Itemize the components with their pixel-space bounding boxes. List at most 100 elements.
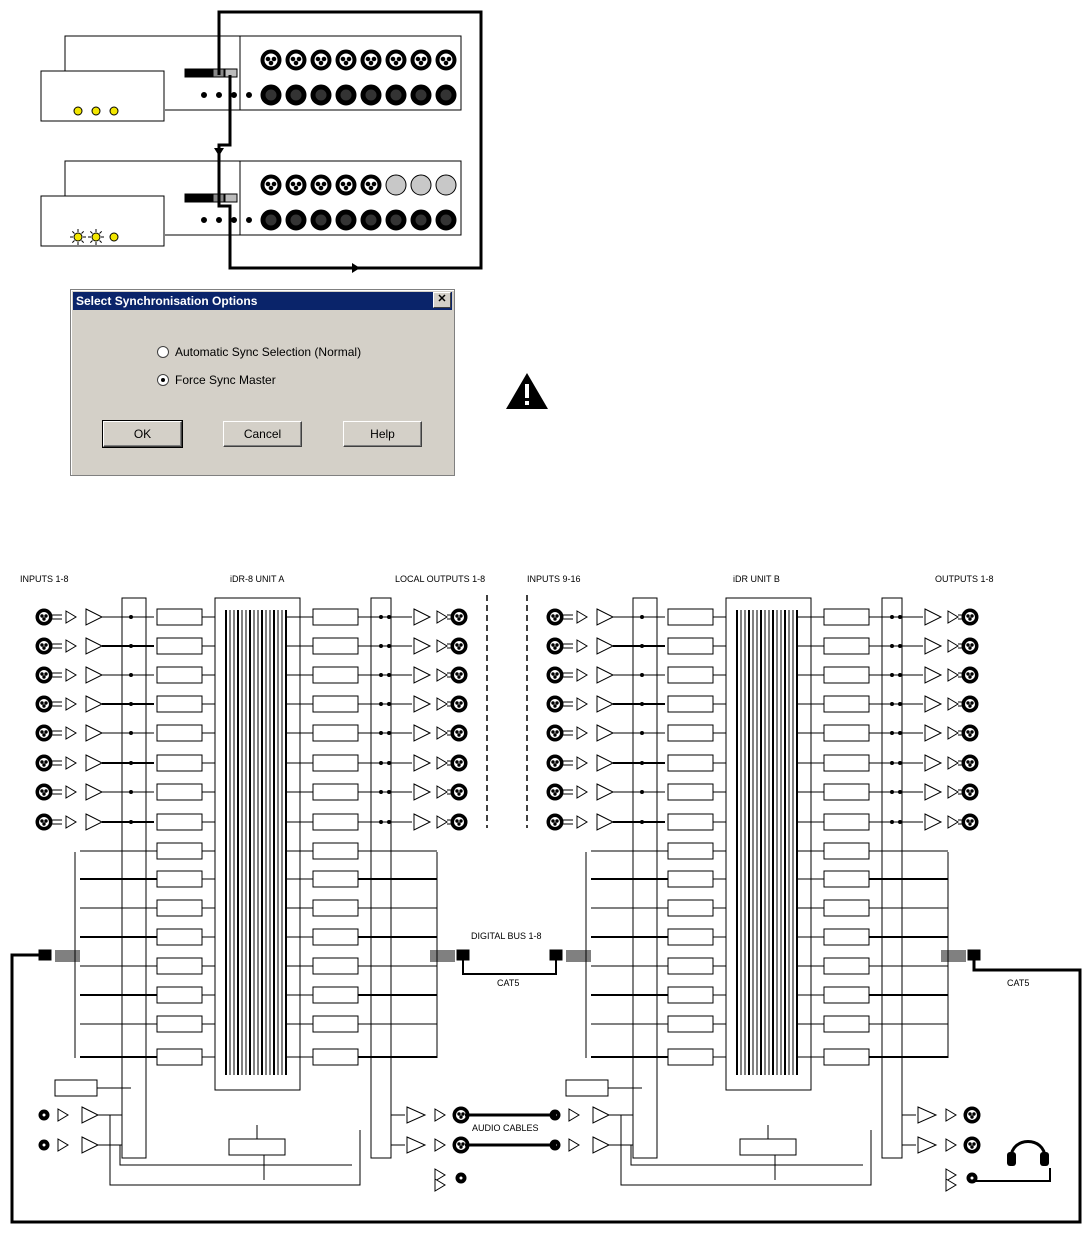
amplifier-icon xyxy=(576,639,588,653)
radio-force-sync-master[interactable] xyxy=(157,374,169,386)
xlr-pin xyxy=(271,181,277,187)
xlr-pin xyxy=(368,185,374,191)
label-unit-b: iDR UNIT B xyxy=(733,574,780,584)
xlr-pin xyxy=(970,760,974,764)
label-inputs-a: INPUTS 1-8 xyxy=(20,574,69,584)
xlr-pin xyxy=(553,646,557,650)
xlr-pin xyxy=(459,1115,463,1119)
processing-block xyxy=(667,783,714,801)
xlr-inner xyxy=(364,88,378,102)
xlr-pin xyxy=(966,730,970,734)
processing-block xyxy=(312,1015,359,1033)
xlr-pin xyxy=(346,56,352,62)
xlr-pin xyxy=(459,819,463,823)
xlr-pin xyxy=(551,760,555,764)
xlr-inner xyxy=(389,88,403,102)
xlr-pin xyxy=(459,730,463,734)
amplifier-icon xyxy=(596,666,615,684)
xlr-inner xyxy=(264,88,278,102)
processing-block xyxy=(312,957,359,975)
node xyxy=(890,820,894,824)
option-automatic-sync[interactable]: Automatic Sync Selection (Normal) xyxy=(157,345,361,359)
help-button[interactable]: Help xyxy=(343,421,422,447)
amplifier-icon xyxy=(596,608,615,626)
xlr-pin xyxy=(271,56,277,62)
xlr-inner xyxy=(414,213,428,227)
processing-block xyxy=(312,637,359,655)
wire xyxy=(630,1145,863,1166)
node xyxy=(379,644,383,648)
xlr-pin xyxy=(457,704,461,708)
processing-block xyxy=(156,899,203,917)
amplifier-icon xyxy=(947,756,959,770)
xlr-pin xyxy=(40,672,44,676)
xlr-inner xyxy=(438,52,454,68)
xlr-pin xyxy=(40,819,44,823)
xlr-inner xyxy=(549,786,561,798)
amplifier-icon xyxy=(924,754,943,772)
xlr-pin xyxy=(44,789,48,793)
processing-block xyxy=(667,899,714,917)
amplifier-icon xyxy=(434,1108,446,1122)
led-glow xyxy=(99,240,103,244)
wire xyxy=(119,1145,352,1166)
xlr-pin xyxy=(459,614,463,618)
sync-options-dialog: Select Synchronisation Options ✕ Automat… xyxy=(70,289,455,476)
xlr-pin xyxy=(555,672,559,676)
amplifier-icon xyxy=(947,785,959,799)
xlr-pin xyxy=(315,56,321,62)
node xyxy=(129,820,133,824)
option-force-sync-master[interactable]: Force Sync Master xyxy=(157,373,276,387)
close-icon[interactable]: ✕ xyxy=(433,292,451,308)
xlr-pin xyxy=(970,819,974,823)
label-local-outputs: LOCAL OUTPUTS 1-8 xyxy=(395,574,486,584)
xlr-pin xyxy=(968,733,972,737)
xlr-inner xyxy=(38,786,50,798)
xlr-pin xyxy=(371,181,377,187)
xlr-inner xyxy=(549,698,561,710)
arrow-icon xyxy=(352,263,360,273)
amplifier-icon xyxy=(85,666,104,684)
xlr-pin xyxy=(290,56,296,62)
label-cat5-right: CAT5 xyxy=(1007,978,1030,988)
xlr-inner xyxy=(38,640,50,652)
xlr-pin xyxy=(418,60,424,66)
node xyxy=(640,731,644,735)
led-indicator xyxy=(109,232,119,242)
node xyxy=(898,673,902,677)
xlr-inner xyxy=(549,611,561,623)
xlr-pin xyxy=(970,1145,974,1149)
processing-block xyxy=(312,666,359,684)
processing-block xyxy=(156,724,203,742)
xlr-inner xyxy=(38,611,50,623)
processing-block xyxy=(565,1079,609,1097)
node xyxy=(129,644,133,648)
xlr-inner xyxy=(549,669,561,681)
amplifier-icon xyxy=(413,754,432,772)
xlr-inner xyxy=(964,757,976,769)
xlr-pin xyxy=(40,614,44,618)
headphones-icon xyxy=(1007,1140,1049,1166)
ok-button[interactable]: OK xyxy=(102,420,183,448)
xlr-pin xyxy=(555,614,559,618)
node xyxy=(387,790,391,794)
node xyxy=(387,673,391,677)
processing-block xyxy=(156,928,203,946)
cancel-button[interactable]: Cancel xyxy=(223,421,302,447)
amplifier-icon xyxy=(413,666,432,684)
processing-block xyxy=(156,1015,203,1033)
xlr-pin xyxy=(555,701,559,705)
radio-automatic-sync[interactable] xyxy=(157,346,169,358)
amplifier-icon xyxy=(81,1106,100,1124)
amplifier-icon xyxy=(85,637,104,655)
processing-block xyxy=(667,754,714,772)
node xyxy=(898,731,902,735)
xlr-pin xyxy=(968,792,972,796)
xlr-pin xyxy=(553,675,557,679)
xlr-pin xyxy=(968,1142,972,1146)
processing-block xyxy=(312,842,359,860)
label-outputs-b: OUTPUTS 1-8 xyxy=(935,574,994,584)
xlr-pin xyxy=(966,789,970,793)
led-indicator xyxy=(91,106,101,116)
xlr-pin xyxy=(553,704,557,708)
